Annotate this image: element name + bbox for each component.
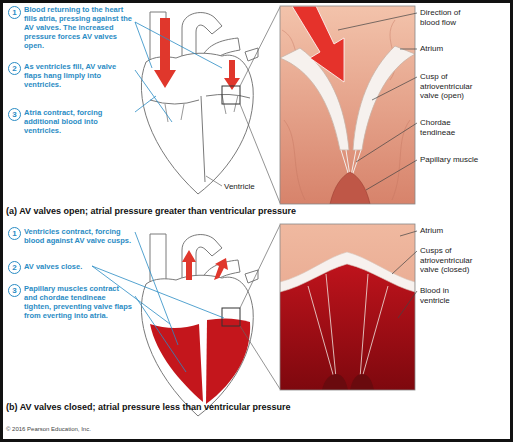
copyright-note: © 2016 Pearson Education, Inc. (6, 426, 91, 433)
zoom-box (222, 86, 240, 104)
inset-open-valve (280, 6, 415, 204)
zoom-lines (240, 7, 280, 203)
callout-number: 3 (8, 108, 21, 121)
step-text: Blood returning to the heart fills atria… (24, 5, 132, 50)
callout-number: 1 (8, 6, 21, 19)
step-text: Ventricles contract, forcing blood again… (24, 227, 132, 245)
part-label: Cusp of atrioventricular valve (open) (420, 72, 480, 101)
callout-number: 2 (8, 62, 21, 75)
panel-caption: (b) AV valves closed; atrial pressure le… (6, 402, 291, 413)
part-label: Ventricle (224, 182, 255, 192)
leader-lines (135, 22, 222, 122)
part-label: Papillary muscle (420, 155, 480, 165)
part-label: Cusps of atrioventricular valve (closed) (420, 246, 480, 275)
part-label: Atrium (420, 226, 480, 236)
flow-arrow (154, 18, 176, 88)
inset-border (280, 224, 415, 390)
step-text: As ventricles fill, AV valve flaps hang … (24, 62, 132, 89)
leader-lines (392, 231, 417, 318)
part-label: Direction of blood flow (420, 8, 480, 27)
inset-closed-valve (280, 224, 415, 390)
step-text: AV valves close. (24, 262, 132, 271)
step-text: Atria contract, forcing additional blood… (24, 108, 132, 135)
part-label: Chordae tendineae (420, 118, 480, 137)
zoom-lines (240, 225, 280, 389)
zoom-box (222, 308, 240, 326)
leader-lines (338, 13, 417, 190)
part-label: Blood in ventricle (420, 286, 480, 305)
heart-b (141, 234, 258, 416)
callout-number: 1 (8, 227, 21, 240)
callout-number: 3 (8, 284, 21, 297)
inset-border (280, 6, 415, 204)
callout-number: 2 (8, 261, 21, 274)
part-label: Atrium (420, 44, 480, 54)
panel-caption: (a) AV valves open; atrial pressure grea… (6, 206, 296, 217)
step-text: Papillary muscles contract and chordae t… (24, 284, 132, 320)
leader-line (206, 176, 222, 186)
